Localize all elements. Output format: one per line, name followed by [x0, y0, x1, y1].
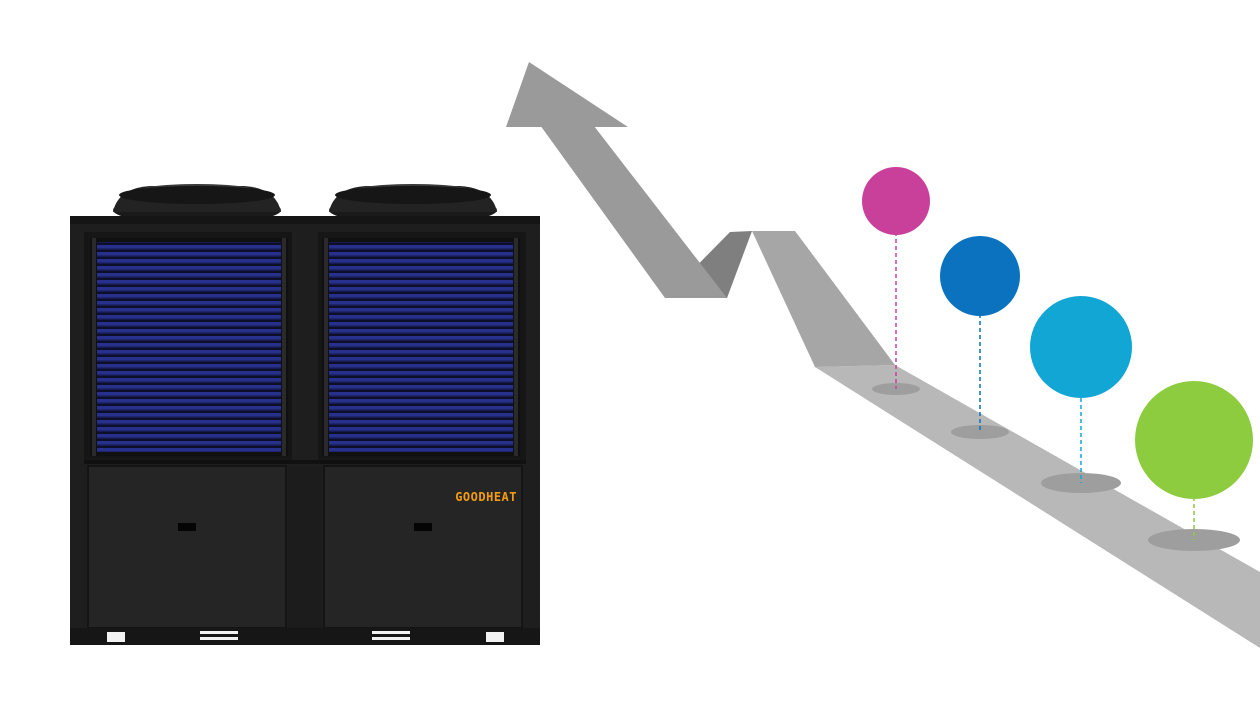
louver-grille-right: [322, 238, 520, 456]
access-panel-left: [87, 465, 287, 629]
growth-arrow: [506, 62, 1260, 648]
marker-cyan: [1030, 296, 1132, 493]
forklift-slot-right: [372, 631, 410, 640]
marker-blue: [940, 236, 1020, 439]
brand-logo: GOODHEAT: [455, 490, 517, 504]
marker-green: [1135, 381, 1253, 551]
access-panel-right: [323, 465, 523, 629]
panel-handle-right: [414, 523, 432, 531]
heat-pump-unit: GOODHEAT: [70, 184, 540, 645]
panel-handle-left: [178, 523, 196, 531]
ground-ribbon: [815, 365, 1260, 648]
drain-port-right: [486, 632, 504, 642]
marker-magenta: [862, 167, 930, 395]
drain-port-left: [107, 632, 125, 642]
forklift-slot-left: [200, 631, 238, 640]
fan-guard-right: [329, 184, 497, 224]
louver-grille-left: [90, 238, 288, 456]
arrow-head: [506, 62, 628, 127]
